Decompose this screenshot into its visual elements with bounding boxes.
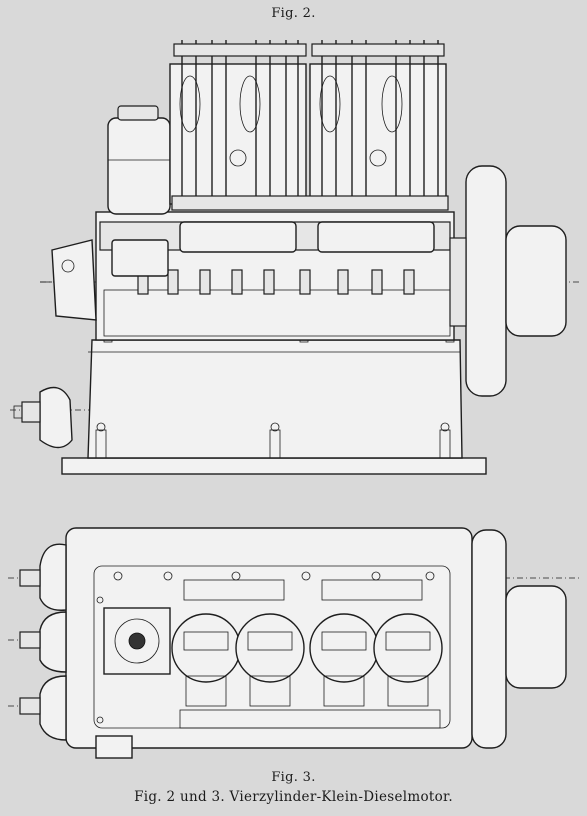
figure-2-label: Fig. 2.	[271, 6, 316, 21]
figure-caption: Fig. 2 und 3. Vierzylinder-Klein-Dieselm…	[134, 789, 453, 805]
figure-3-label: Fig. 3.	[271, 770, 316, 785]
